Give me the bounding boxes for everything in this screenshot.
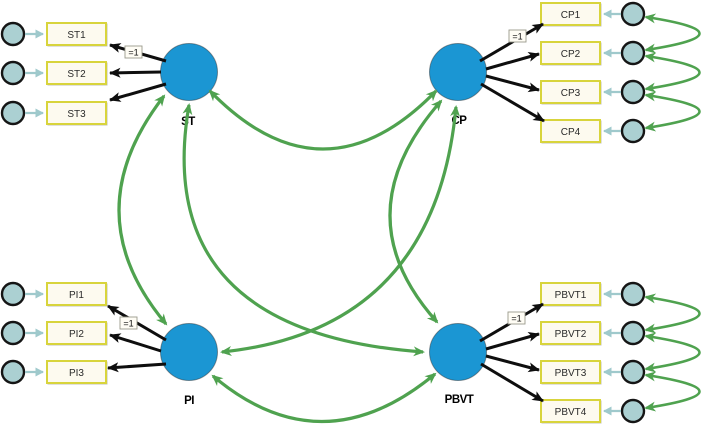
indicator-PBVT3-box [540,360,601,384]
indicator-PI3-label: PI3 [69,368,84,379]
fixed-loading-box-CP [508,29,527,43]
indicator-CP4-box [540,119,601,143]
indicator-PI2-box [46,321,107,345]
fixed-loading-box-ST [124,45,143,59]
error-PBVT2 [620,320,646,346]
fixed-loading-label-PBVT: =1 [511,314,521,324]
loading-arrow-PBVT-PBVT4 [480,362,544,403]
covariance-ST-PI [117,94,168,326]
error-covariance-PBVT1-PBVT2 [644,293,701,334]
latent-ST-circle [160,43,218,101]
indicator-CP2-label: CP2 [561,49,581,60]
error-PBVT4 [620,398,646,424]
indicator-CP3-label: CP3 [561,88,581,99]
indicator-PBVT2-label: PBVT2 [555,329,587,340]
error-covariances [644,13,701,412]
error-covariance-PBVT2-PBVT3 [644,332,701,373]
indicator-PI1-label: PI1 [69,290,84,301]
indicator-PBVT3-label: PBVT3 [555,368,587,379]
covariance-PI-PBVT [211,372,437,423]
covariance-ST-PBVT [182,103,425,357]
error-ST1 [0,21,26,47]
error-PI3 [0,359,26,385]
indicator-PBVT1-label: PBVT1 [555,290,587,301]
fixed-loading-box-PBVT [507,311,526,325]
indicator-CP1-label: CP1 [561,10,581,21]
latent-variables: ST CP PI PBVT [160,43,487,407]
indicator-CP4-label: CP4 [561,127,581,138]
indicator-PI1-box [46,282,107,306]
error-PI1 [0,281,26,307]
loading-arrow-ST-ST3 [109,82,167,102]
loading-arrow-PBVT-PBVT2 [485,332,540,351]
latent-PI-label: PI [184,395,194,407]
covariance-CP-PI [220,105,461,356]
error-ST3 [0,100,26,126]
error-CP4 [620,118,646,144]
indicator-PI3-box [46,360,107,384]
loading-arrows [107,22,545,403]
loading-arrow-CP-CP2 [485,52,540,71]
indicator-CP3-box [540,80,601,104]
indicator-PBVT1-box [540,282,601,306]
indicator-PI2-label: PI2 [69,329,84,340]
fixed-loading-label-CP: =1 [512,32,522,42]
error-covariance-CP2-CP3 [644,52,701,93]
fixed-loading-label-ST: =1 [128,48,138,58]
fixed-loading-tags: =1 =1 =1 =1 [119,29,527,330]
latent-covariances [117,89,461,423]
latent-PBVT-circle [429,323,487,381]
latent-PI-circle [160,323,218,381]
error-CP1 [620,1,646,27]
error-PBVT3 [620,359,646,385]
loading-arrow-CP-CP3 [485,74,540,93]
indicator-boxes: ST1 ST2 ST3 CP1 CP2 CP3 CP4 PI1 PI2 PI3 … [46,2,602,424]
indicator-PBVT2-box [540,321,601,345]
error-PBVT1 [620,281,646,307]
error-CP2 [620,40,646,66]
indicator-ST2-label: ST2 [67,69,86,80]
error-ST2 [0,60,26,86]
fixed-loading-label-PI: =1 [123,319,133,329]
loading-arrow-PBVT-PBVT3 [485,354,540,373]
covariance-ST-CP [208,89,438,151]
indicator-ST1-box [46,22,107,46]
error-connectors [25,9,621,416]
latent-CP-circle [429,43,487,101]
fixed-loading-box-PI [119,316,138,330]
indicator-PBVT4-label: PBVT4 [555,407,587,418]
error-PI2 [0,320,26,346]
indicator-ST3-label: ST3 [67,109,86,120]
indicator-CP2-box [540,41,601,65]
indicator-ST2-box [46,61,107,85]
loading-arrow-CP-CP1 [479,22,544,63]
indicator-ST3-box [46,101,107,125]
error-CP3 [620,79,646,105]
loading-arrow-PI-PI2 [109,333,162,353]
indicator-PBVT4-box [540,399,601,423]
covariance-CP-PBVT [388,99,443,324]
loading-arrow-PI-PI3 [107,362,167,373]
error-terms [0,1,646,424]
loading-arrow-ST-ST2 [109,67,162,78]
error-covariance-PBVT3-PBVT4 [644,371,701,412]
error-covariance-CP3-CP4 [644,91,701,132]
indicator-ST1-label: ST1 [67,30,86,41]
loading-arrow-CP-CP4 [480,82,545,123]
indicator-CP1-box [540,2,601,26]
error-covariance-CP1-CP2 [644,13,701,54]
latent-PBVT-label: PBVT [445,394,474,406]
